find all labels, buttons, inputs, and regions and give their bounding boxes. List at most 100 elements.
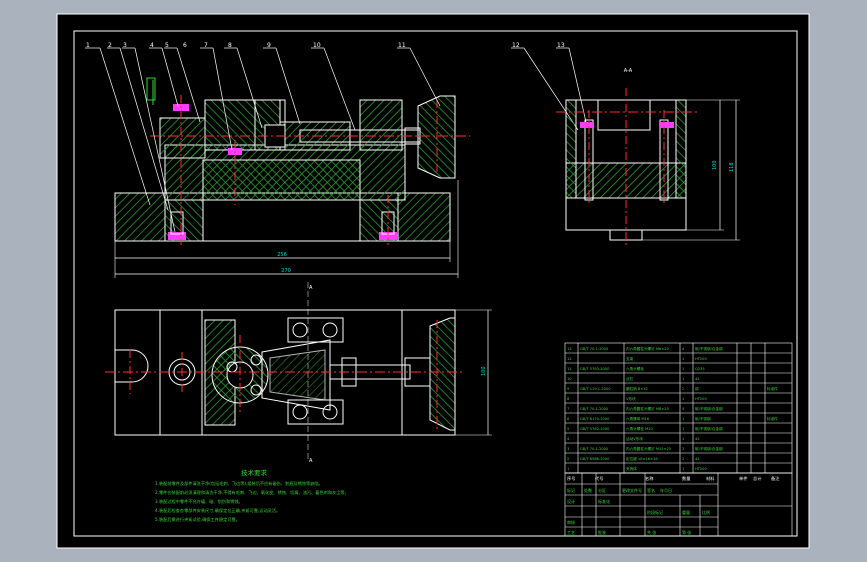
- balloon-11: 11: [398, 42, 406, 49]
- balloon-10: 10: [313, 42, 321, 49]
- bom-cell-name: 六角头螺栓 M10: [626, 426, 653, 431]
- bom-cell-material: 45: [695, 437, 700, 441]
- bom-cell-no: 4: [567, 437, 570, 441]
- balloon-9: 9: [267, 42, 271, 49]
- tb-design: 设计: [567, 498, 575, 504]
- bom-cell-name: 内六角圆柱头螺钉 M8×25: [626, 406, 669, 411]
- bom-cell-name: 内六角圆柱头螺钉 M6×20: [626, 346, 670, 351]
- balloon-1: 1: [86, 42, 90, 49]
- bom-header-qty: 数量: [682, 475, 690, 482]
- bom-cell-material: HT200: [695, 357, 707, 361]
- bom-header-weight_single: 单件: [739, 475, 747, 482]
- bom-cell-code: GB/T 70.1-2000: [580, 447, 609, 451]
- bom-cell-material: 碳/不锈钢/合金钢: [695, 426, 723, 431]
- bom-cell-material: 钢: [695, 386, 699, 391]
- bom-cell-no: 9: [567, 387, 570, 391]
- bom-cell-material: 碳/不锈钢/合金钢: [695, 346, 723, 351]
- bom-cell-no: 13: [567, 347, 572, 351]
- balloon-3: 3: [123, 42, 127, 49]
- bom-header-no: 序号: [567, 475, 575, 482]
- tb-zone: 分区: [598, 487, 606, 493]
- bom-cell-qty: 2: [682, 387, 684, 391]
- side-dim-1: 100: [712, 160, 718, 170]
- bom-cell-qty: 2: [682, 447, 684, 451]
- bom-cell-name: 圆柱销 8×32: [626, 386, 648, 391]
- bom-cell-code: GB/T 6170-2000: [580, 417, 610, 421]
- bom-cell-no: 3: [567, 447, 569, 451]
- bom-cell-material: 碳/不锈钢/合金钢: [695, 406, 723, 411]
- outer-border: [56, 13, 810, 549]
- tech-note-5: 5.装配后需进行夹紧试验,确保工件稳定可靠。: [155, 516, 240, 523]
- tech-notes-title: 技术要求: [241, 468, 268, 477]
- bom-cell-material: Q235: [695, 367, 705, 371]
- bom-cell-code: GB/T 6986-2000: [580, 457, 610, 461]
- tb-scale: 比例: [702, 509, 710, 515]
- bom-table: [564, 342, 793, 474]
- front-view: 256 270: [114, 77, 470, 278]
- top-dim: 100: [481, 366, 487, 376]
- tb-standard: 标准化: [598, 498, 610, 504]
- balloon-13: 13: [557, 42, 565, 49]
- bom-cell-no: 11: [567, 367, 572, 371]
- bom-cell-name: 支架: [626, 356, 634, 361]
- bom-cell-no: 2: [567, 457, 569, 461]
- tb-sign: 签名: [647, 487, 655, 493]
- tech-note-2: 2.零件在装配前必须清理和清洗干净,不得有毛刺、飞边、氧化皮、锈蚀、切屑、油污、…: [155, 489, 349, 496]
- balloon-5: 5: [165, 42, 169, 49]
- bom-cell-material: 碳/不锈钢/合金钢: [695, 446, 723, 451]
- inner-frame: [73, 30, 798, 537]
- tb-sheets: 共 张: [647, 529, 656, 535]
- bom-cell-name: 活动V形块: [626, 436, 643, 441]
- tb-date: 年月日: [660, 487, 672, 493]
- side-view: A-A 100 118: [556, 68, 740, 245]
- side-dim-2: 118: [729, 162, 735, 172]
- tech-note-4: 4.装配后检查各零部件安装尺寸,确保定位正确,夹紧可靠,运动灵活。: [155, 507, 280, 514]
- bom-cell-material: 碳/不锈钢: [695, 416, 711, 421]
- bom-cell-qty: 4: [682, 347, 685, 351]
- bom-cell-note: 标准件: [767, 416, 778, 421]
- bom-cell-qty: 1: [682, 427, 684, 431]
- bom-cell-name: 定位键 18×16×18: [626, 456, 658, 461]
- tb-sheet-no: 第 张: [682, 529, 691, 535]
- title-block: [564, 472, 793, 537]
- balloon-4: 4: [150, 42, 154, 49]
- tech-note-3: 3.装配过程中零件不允许磕、碰、划伤和锈蚀。: [155, 498, 243, 505]
- balloon-7: 7: [204, 42, 208, 49]
- bom-cell-qty: 2: [682, 457, 684, 461]
- tb-stage: 阶段标记: [647, 509, 663, 515]
- tb-count: 处数: [584, 487, 592, 493]
- bom-cell-qty: 4: [682, 407, 685, 411]
- bom-header-name: 名称: [645, 475, 653, 482]
- tb-review: 审核: [567, 519, 575, 525]
- balloon-12: 12: [512, 42, 520, 49]
- bom-cell-no: 10: [567, 377, 572, 381]
- bom-cell-material: 45: [695, 457, 700, 461]
- bom-cell-material: HT200: [695, 467, 707, 471]
- title-block-text: 标记 处数 分区 更改文件号 签名 年月日 设计 标准化 阶段标记 重量 比例 …: [567, 487, 710, 535]
- tech-note-1: 1.装配前零件及部件清洗干净(包括毛刺、飞边等),组装后不应有碰伤、划痕及锈蚀等…: [155, 480, 323, 487]
- bom-cell-no: 1: [567, 467, 569, 471]
- bom-cell-code: GB/T 5783-2000: [580, 367, 610, 371]
- balloon-2: 2: [108, 42, 112, 49]
- front-dim-outer: 270: [281, 268, 291, 274]
- technical-notes: 技术要求 1.装配前零件及部件清洗干净(包括毛刺、飞边等),组装后不应有碰伤、划…: [155, 468, 349, 523]
- bom-cell-name: V形块: [626, 396, 636, 401]
- top-view: A A 100: [105, 282, 492, 464]
- bom-cell-code: GB/T 119.1-2000: [580, 387, 611, 391]
- bom-cell-material: HT200: [695, 397, 707, 401]
- bom-cell-code: GB/T 70.1-2000: [580, 407, 609, 411]
- bom-cell-no: 5: [567, 427, 569, 431]
- bom-cell-name: 内六角圆柱头螺钉 M12×25: [626, 446, 671, 451]
- section-mark-top: A: [309, 285, 313, 291]
- tb-weight: 重量: [682, 509, 690, 515]
- bom-cell-no: 8: [567, 397, 570, 401]
- bom-cell-code: GB/T 70.1-2000: [580, 347, 609, 351]
- bom-header-weight_total: 总计: [753, 475, 761, 482]
- bom-cell-note: 标准件: [767, 386, 778, 391]
- bom-cell-no: 7: [567, 407, 569, 411]
- bom-header-code: 代号: [595, 475, 603, 482]
- bom-cell-material: 45: [695, 377, 700, 381]
- bom-cell-qty: 1: [682, 417, 684, 421]
- bom-cell-code: GB/T 5782-2000: [580, 427, 610, 431]
